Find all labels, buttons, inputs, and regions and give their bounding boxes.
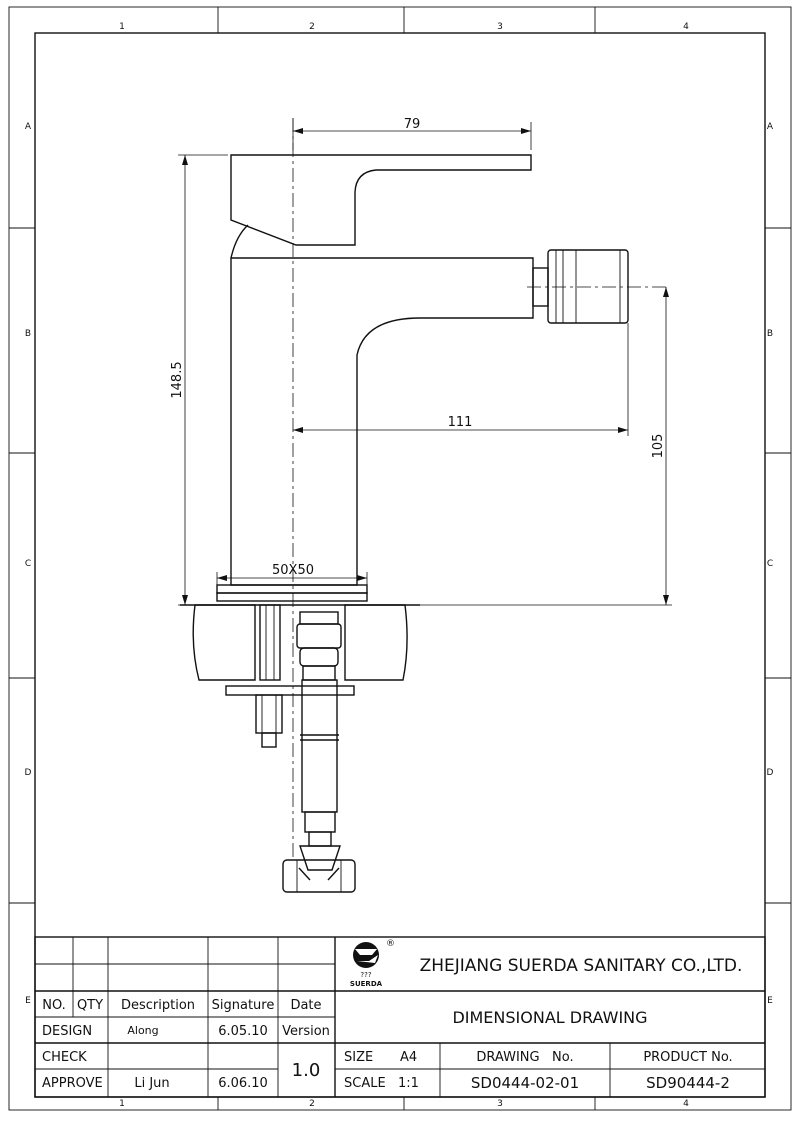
zone-row-b-right: B — [767, 329, 773, 339]
logo-mark-text: ??? — [360, 971, 371, 979]
version-value: 1.0 — [292, 1060, 321, 1081]
approve-name: Li Jun — [134, 1076, 169, 1091]
size-value: A4 — [400, 1050, 417, 1065]
zone-col-3-top: 3 — [497, 22, 503, 32]
zone-row-b-left: B — [25, 329, 31, 339]
zone-row-c-left: C — [25, 559, 31, 569]
faucet-outline — [230, 154, 629, 586]
scale-label: SCALE — [344, 1076, 386, 1091]
suerda-logo: ® ??? SUERDA — [350, 939, 395, 988]
scale-value: 1:1 — [398, 1076, 419, 1091]
header-signature: Signature — [212, 998, 275, 1013]
title-block — [34, 936, 766, 1098]
countertop-section — [180, 584, 420, 893]
zone-row-a-right: A — [767, 122, 774, 132]
design-label: DESIGN — [42, 1024, 92, 1039]
approve-label: APPROVE — [42, 1076, 103, 1091]
zone-col-2-bottom: 2 — [309, 1099, 315, 1109]
drawing-no-label: DRAWING No. — [476, 1050, 573, 1065]
product-no-value: SD90444-2 — [646, 1074, 730, 1092]
zone-col-2-top: 2 — [309, 22, 315, 32]
zone-row-c-right: C — [767, 559, 773, 569]
zone-markers: 1 2 3 4 1 2 3 4 A B C D E A B C D E — [25, 22, 774, 1109]
design-date: 6.05.10 — [218, 1024, 268, 1039]
header-no: NO. — [42, 998, 66, 1013]
dimension-79: 79 — [292, 117, 532, 150]
zone-row-e-left: E — [25, 996, 31, 1006]
zone-col-4-bottom: 4 — [683, 1099, 689, 1109]
drawing-frame — [8, 6, 792, 1111]
dimension-148-5: 148.5 — [170, 154, 228, 606]
dimension-111: 111 — [293, 323, 629, 436]
zone-row-d-right: D — [767, 768, 774, 778]
product-no-label: PRODUCT No. — [643, 1050, 732, 1065]
logo-registered-mark: ® — [386, 939, 395, 949]
version-label: Version — [282, 1024, 330, 1039]
zone-row-a-left: A — [25, 122, 32, 132]
header-qty: QTY — [77, 998, 103, 1013]
zone-col-1-bottom: 1 — [119, 1099, 125, 1109]
zone-col-4-top: 4 — [683, 22, 689, 32]
dimension-105: 105 — [420, 287, 672, 606]
title-block-text: ZHEJIANG SUERDA SANITARY CO.,LTD. DIMENS… — [42, 956, 742, 1092]
check-label: CHECK — [42, 1050, 87, 1065]
approve-date: 6.06.10 — [218, 1076, 268, 1091]
dimension-105-label: 105 — [651, 434, 666, 459]
dimension-50x50-label: 50X50 — [272, 563, 314, 578]
header-description: Description — [121, 998, 195, 1013]
dimension-50x50: 50X50 — [216, 563, 368, 585]
logo-text: SUERDA — [350, 980, 383, 988]
drawing-no-value: SD0444-02-01 — [471, 1074, 579, 1092]
drawing-title: DIMENSIONAL DRAWING — [452, 1008, 647, 1027]
zone-row-e-right: E — [767, 996, 773, 1006]
dimension-148-5-label: 148.5 — [170, 361, 185, 398]
zone-col-1-top: 1 — [119, 22, 125, 32]
size-label: SIZE — [344, 1050, 373, 1065]
zone-row-d-left: D — [25, 768, 32, 778]
header-date: Date — [290, 998, 321, 1013]
zone-col-3-bottom: 3 — [497, 1099, 503, 1109]
dimension-111-label: 111 — [448, 415, 473, 430]
company-name: ZHEJIANG SUERDA SANITARY CO.,LTD. — [420, 956, 743, 976]
center-lines — [292, 118, 670, 860]
design-name: Along — [127, 1024, 158, 1037]
dimension-79-label: 79 — [404, 117, 421, 132]
